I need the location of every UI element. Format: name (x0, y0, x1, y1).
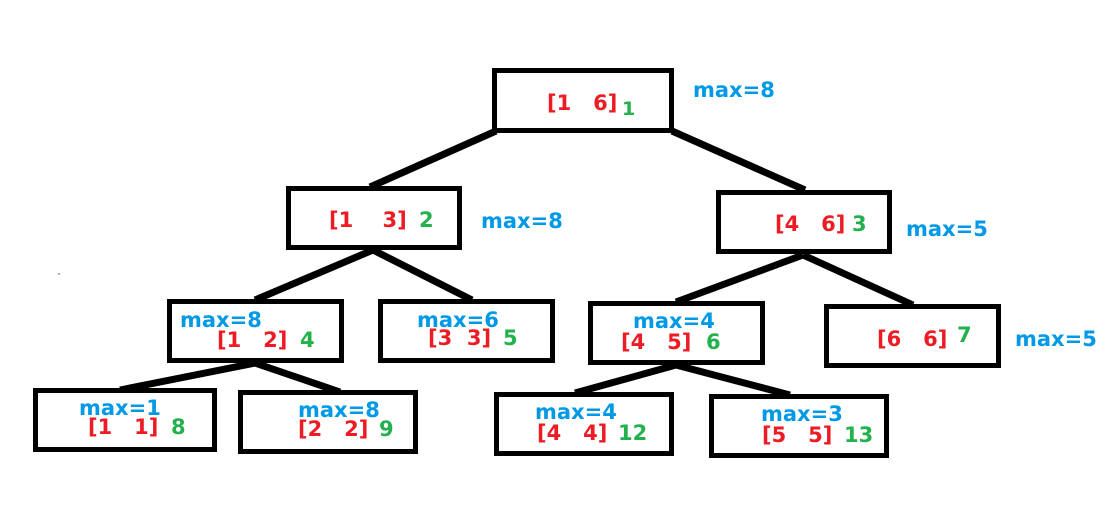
node-9[interactable]: max=8 [2 2] 9 (238, 390, 418, 454)
node-12-max-label: max=4 (535, 400, 617, 424)
node-12-index: 12 (618, 421, 648, 445)
node-2-content: [1 3] 2 (291, 191, 457, 245)
node-13-index: 13 (844, 423, 874, 447)
node-3-interval: [4 6] (775, 212, 846, 236)
edge-6-12 (574, 361, 677, 397)
node-13-interval: [5 5] (762, 423, 833, 447)
node-7-content: [6 6] 7 (829, 309, 996, 363)
node-7[interactable]: [6 6] 7 (824, 304, 1001, 368)
node-9-interval: [2 2] (298, 417, 369, 441)
node-9-content: max=8 [2 2] 9 (243, 395, 413, 449)
edge-6-13 (675, 361, 791, 399)
node-4[interactable]: max=8 [1 2] 4 (167, 299, 344, 363)
node-1-max-label: max=8 (693, 78, 775, 102)
node-8[interactable]: max=1 [1 1] 8 (33, 388, 217, 452)
node-4-content: max=8 [1 2] 4 (172, 304, 339, 358)
node-13-content: max=3 [5 5] 13 (714, 399, 884, 453)
node-5-content: max=6 [3 3] 5 (383, 304, 550, 358)
node-5-interval: [3 3] (428, 326, 492, 350)
node-9-index: 9 (379, 417, 394, 441)
node-6-max-label: max=4 (633, 309, 715, 333)
node-13-max-label: max=3 (761, 402, 843, 426)
node-5-max-label: max=6 (417, 308, 499, 332)
edge-4-9 (253, 359, 342, 396)
node-8-max-label: max=1 (79, 396, 161, 420)
node-3-index: 3 (852, 212, 867, 236)
edge-2-4 (253, 246, 375, 304)
node-4-max-label: max=8 (180, 308, 262, 332)
node-1[interactable]: [1 6] 1 (492, 68, 674, 133)
node-1-content: [1 6] 1 (497, 73, 669, 128)
node-5-index: 5 (503, 326, 518, 350)
edge-1-2 (368, 127, 498, 191)
node-1-interval: [1 6] (547, 91, 618, 115)
node-4-index: 4 (300, 328, 315, 352)
node-8-content: max=1 [1 1] 8 (38, 393, 212, 447)
node-6-interval: [4 5] (621, 330, 692, 354)
edge-1-3 (670, 127, 807, 194)
node-2-index: 2 (419, 208, 434, 232)
node-12-content: max=4 [4 4] 12 (499, 397, 669, 451)
node-12[interactable]: max=4 [4 4] 12 (494, 392, 674, 456)
node-6[interactable]: max=4 [4 5] 6 (588, 301, 765, 365)
edge-4-8 (119, 359, 256, 394)
node-7-max-label: max=5 (1015, 327, 1097, 351)
edge-3-7 (801, 251, 915, 309)
node-4-interval: [1 2] (217, 328, 288, 352)
node-7-interval: [6 6] (877, 327, 948, 351)
edge-2-5 (371, 246, 474, 304)
node-6-content: max=4 [4 5] 6 (593, 306, 760, 360)
node-13[interactable]: max=3 [5 5] 13 (709, 394, 889, 458)
node-8-index: 8 (171, 415, 186, 439)
stray-mark (58, 273, 60, 275)
node-9-max-label: max=8 (298, 398, 380, 422)
node-3-content: [4 6] 3 (721, 195, 887, 249)
node-2[interactable]: [1 3] 2 (286, 186, 462, 250)
node-7-index: 7 (957, 323, 972, 347)
node-8-interval: [1 1] (88, 415, 159, 439)
edge-3-6 (674, 251, 805, 306)
node-5[interactable]: max=6 [3 3] 5 (378, 299, 555, 363)
node-2-interval: [1 3] (329, 208, 407, 232)
node-3-max-label: max=5 (906, 217, 988, 241)
node-12-interval: [4 4] (537, 421, 608, 445)
node-3[interactable]: [4 6] 3 (716, 190, 892, 254)
node-6-index: 6 (706, 330, 721, 354)
node-1-index: 1 (622, 98, 636, 120)
node-2-max-label: max=8 (481, 209, 563, 233)
